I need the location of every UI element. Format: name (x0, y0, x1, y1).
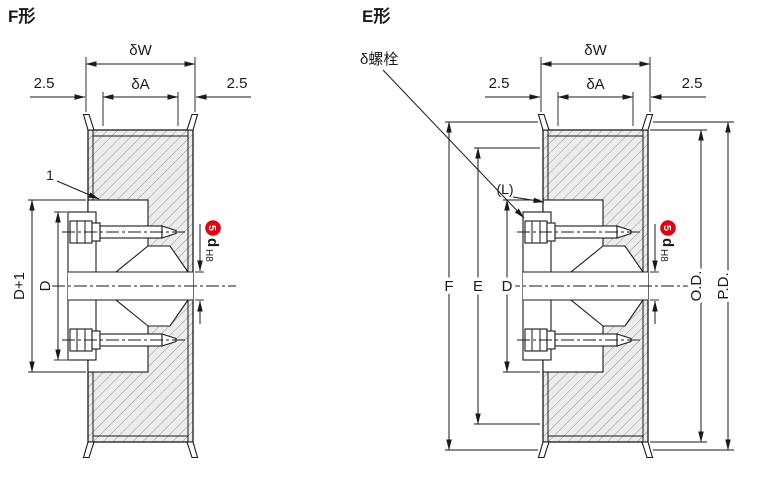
f-bore-fit-label: H8 (203, 249, 214, 262)
f-flange-offset-left-label: 2.5 (34, 75, 55, 92)
f-dim-flange-offset-right: 2.5 (195, 75, 251, 100)
e-pitch-dia-label: P.D. (715, 272, 732, 299)
f-bore-callout: 5 d H8 (195, 220, 221, 324)
e-outer-dia-label: O.D. (688, 271, 705, 302)
e-between-flanges-label: δA (586, 76, 604, 93)
e-bolt-note-label: δ螺栓 (360, 51, 398, 68)
f-hub-dia-label: D (37, 280, 54, 291)
f-between-flanges-label: δA (131, 76, 149, 93)
e-bore-letter: d (659, 238, 676, 247)
f-dim-hub-dia: D (37, 211, 67, 361)
f-flange-offset-right-label: 2.5 (227, 75, 248, 92)
e-bore-badge-number: 5 (661, 225, 673, 231)
f-bore-letter: d (204, 238, 221, 247)
e-recess-dia-label: E (473, 278, 483, 295)
e-dim-overall-width: δW (540, 42, 651, 112)
e-bolt-callout: δ螺栓 (360, 51, 525, 219)
e-dim-flange-offset-right: 2.5 (650, 75, 706, 100)
e-flange-offset-left-label: 2.5 (489, 75, 510, 92)
e-dim-between-flanges: δA (557, 76, 634, 126)
e-dim-outer-dia: O.D. (650, 129, 709, 443)
f-type-title: F形 (8, 6, 35, 26)
e-dim-recess-dia: E (469, 147, 540, 425)
e-dim-pitch-dia: P.D. (653, 121, 736, 451)
e-dim-flange-dia: F (441, 121, 538, 451)
e-flange-offset-right-label: 2.5 (682, 75, 703, 92)
f-pocket-dia-label: D+1 (11, 272, 28, 300)
e-type-title: E形 (362, 6, 390, 26)
e-hub-length-callout: (L) (496, 181, 545, 204)
f-bore-badge (205, 220, 221, 236)
e-pulley-cross-section (507, 115, 691, 458)
f-type-diagram: F形 δW δA 2.5 2.5 1 (8, 6, 251, 458)
e-dim-flange-offset-left: 2.5 (485, 75, 541, 100)
f-overall-width-label: δW (129, 42, 152, 59)
f-dim-between-flanges: δA (102, 76, 179, 126)
e-bore-callout: 5 d H8 (650, 220, 676, 324)
e-bore-fit-label: H8 (658, 249, 669, 262)
f-dim-pocket-dia: D+1 (11, 199, 86, 373)
e-bore-badge (660, 220, 676, 236)
f-step-callout: 1 (46, 167, 100, 200)
f-dim-flange-offset-left: 2.5 (30, 75, 86, 100)
f-step-note-label: 1 (46, 167, 54, 183)
f-pulley-cross-section (52, 115, 236, 458)
e-overall-width-label: δW (584, 42, 607, 59)
e-flange-dia-label: F (444, 278, 453, 295)
e-dim-hub-dia: D (498, 199, 540, 373)
f-bore-badge-number: 5 (206, 225, 218, 231)
f-dim-overall-width: δW (85, 42, 196, 112)
e-type-diagram: E形 δ螺栓 δW δA 2.5 2.5 (360, 6, 736, 458)
e-hub-dia-label: D (502, 278, 513, 295)
e-hub-length-label: (L) (496, 181, 513, 197)
